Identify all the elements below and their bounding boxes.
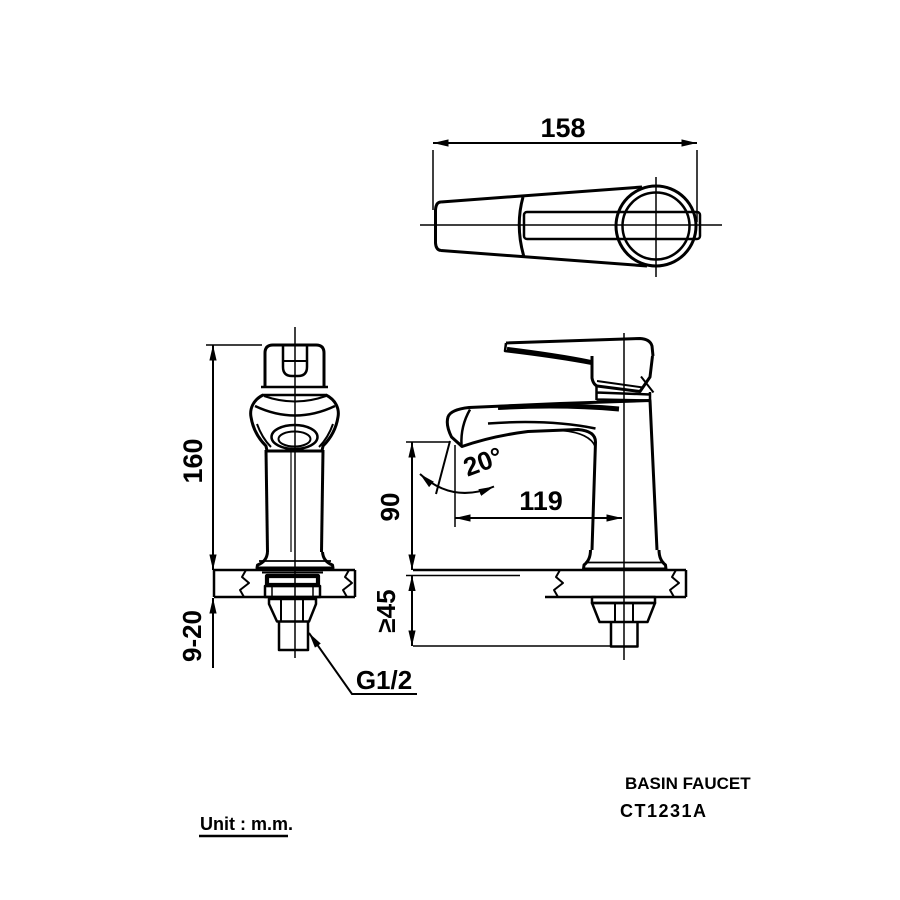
- handle-hub-outer-circle: [614, 184, 698, 268]
- side-spout-top-band: [497, 403, 620, 412]
- dim-handle-length: 158: [432, 113, 698, 222]
- angle-value: 20°: [459, 441, 506, 483]
- front-base-flare: [255, 551, 335, 570]
- angle-arc: [419, 473, 495, 496]
- lever-end-cap: [434, 200, 442, 252]
- front-handle-slot: [281, 346, 309, 378]
- lever-top-edge: [440, 185, 643, 204]
- front-gasket: [264, 573, 321, 588]
- dim-160-value: 160: [178, 438, 208, 483]
- side-lever-top: [505, 337, 655, 357]
- lever-divider-curve: [517, 196, 526, 258]
- dim-119-value: 119: [519, 486, 563, 516]
- product-type-label: BASIN FAUCET: [625, 774, 751, 793]
- dim-spout-height: 90: [375, 441, 450, 570]
- side-spout-tip-inner: [460, 408, 472, 446]
- front-column-left: [264, 449, 269, 553]
- unit-note-block: Unit : m.m.: [199, 814, 293, 838]
- front-threaded-shank: [277, 621, 310, 652]
- top-view-handle: [420, 177, 722, 277]
- side-spout-join-curve: [561, 429, 597, 448]
- dim-spout-reach: 119: [454, 445, 622, 527]
- thread-size-callout: G1/2: [308, 632, 417, 695]
- front-spout-facet-left: [256, 423, 272, 448]
- unit-note-label: Unit : m.m.: [200, 814, 293, 834]
- front-aerator-inner: [277, 430, 312, 448]
- front-spout-upper-arc: [263, 395, 327, 403]
- side-deck-break-left: [553, 569, 564, 598]
- front-washer: [263, 584, 322, 599]
- side-cartridge-line: [596, 380, 644, 389]
- dim-45-value: ≥45: [371, 589, 401, 632]
- side-spout-outlet-tick: [451, 436, 463, 446]
- side-view-faucet: [406, 333, 688, 660]
- side-cartridge-chamfer: [640, 375, 655, 394]
- side-locknut: [590, 601, 657, 624]
- dim-deck-thickness: 9-20: [177, 598, 217, 668]
- front-spout-facet-right: [318, 423, 334, 448]
- side-spout-mid-curve: [487, 420, 596, 430]
- lever-slot: [522, 210, 702, 241]
- front-aerator-outer: [270, 423, 319, 451]
- dim-158-value: 158: [540, 113, 585, 143]
- side-threaded-shank: [609, 622, 639, 648]
- front-deck-break-right: [342, 569, 353, 598]
- g12-value: G1/2: [356, 665, 412, 695]
- front-spout-outline: [249, 393, 340, 453]
- front-spout-arc: [254, 404, 336, 417]
- front-locknut: [267, 597, 318, 623]
- dim-9-20-value: 9-20: [177, 610, 207, 662]
- lever-bottom-edge: [440, 249, 648, 268]
- side-locknut-facets: [614, 604, 634, 621]
- side-deck-band: [413, 568, 688, 599]
- model-code-label: CT1231A: [620, 801, 708, 821]
- dim-90-value: 90: [375, 493, 405, 522]
- dim-total-height: 160: [178, 344, 262, 570]
- dim-spout-angle: 20°: [419, 441, 507, 496]
- title-block: BASIN FAUCET CT1231A: [620, 774, 751, 821]
- front-column-right: [320, 449, 325, 553]
- front-handle-block: [263, 343, 326, 387]
- front-deck-break-left: [239, 569, 250, 598]
- g12-leader-line: [308, 632, 417, 695]
- front-washer-ticks: [271, 586, 314, 597]
- front-locknut-facets: [280, 600, 304, 621]
- front-view-faucet: [212, 327, 357, 658]
- handle-hub-inner-circle: [621, 191, 691, 261]
- dim-min-clearance: ≥45: [371, 575, 416, 646]
- side-lever-shadow-edge: [506, 346, 592, 365]
- side-cartridge-block: [590, 355, 654, 393]
- side-deck-break-right: [669, 569, 680, 598]
